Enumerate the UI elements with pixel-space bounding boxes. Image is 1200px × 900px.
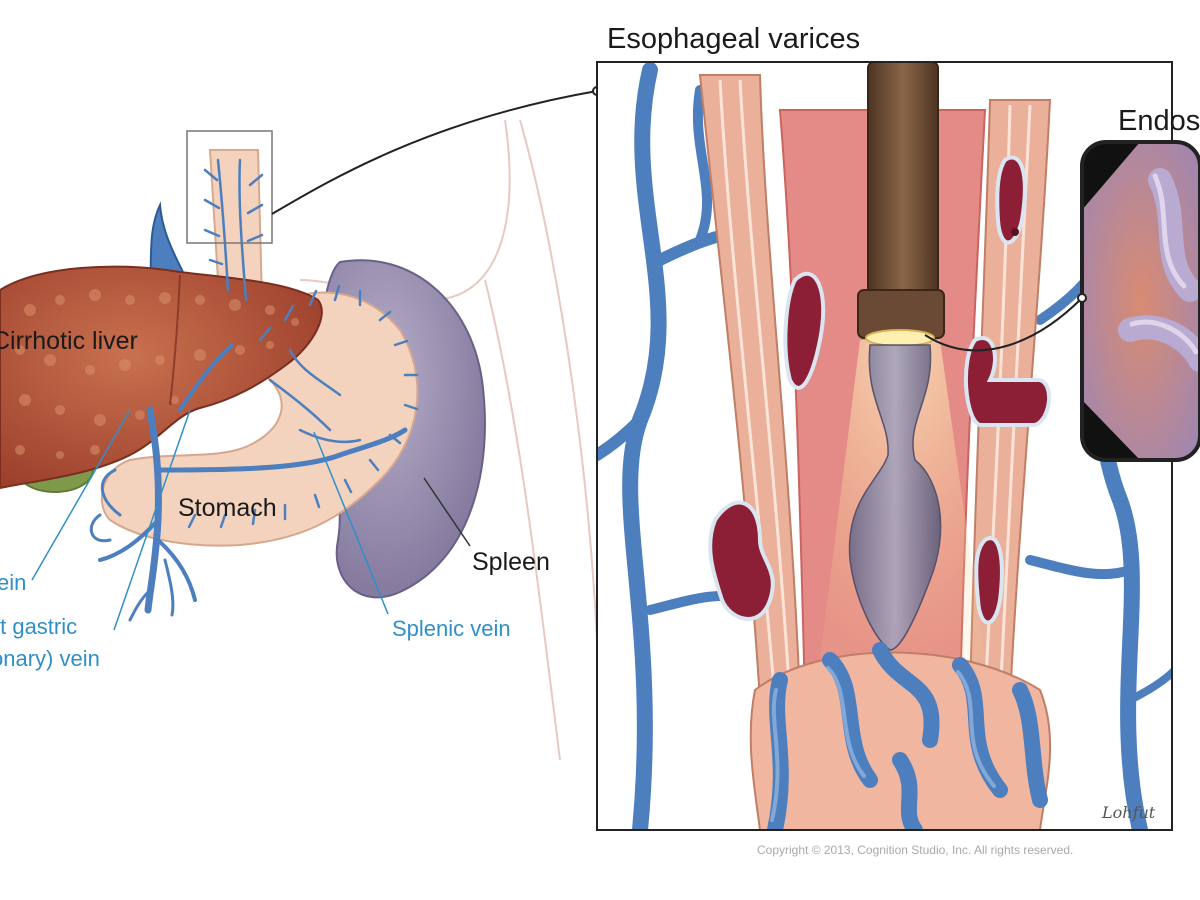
inset-title: Esophageal varices (607, 23, 860, 55)
label-cirrhotic-liver: Cirrhotic liver (0, 327, 138, 355)
endoscope-connector-dot (1077, 293, 1087, 303)
esophageal-balloon (848, 344, 942, 651)
anatomy-overview (0, 119, 601, 761)
gastric-vessels (187, 284, 419, 529)
endoscope-connector-line (924, 297, 1083, 352)
endoscope-light (865, 329, 935, 347)
leader-spleen (423, 477, 471, 547)
varices (708, 155, 1052, 625)
label-left-gastric-line2: onary) vein (0, 646, 100, 671)
artist-signature: Lohfut (1101, 803, 1156, 822)
zoom-connector-line (271, 90, 598, 215)
label-stomach: Stomach (178, 494, 277, 522)
liver-nodules (15, 289, 299, 459)
leader-splenic-vein (313, 431, 389, 615)
label-vein-partial: ein (0, 570, 26, 595)
varix-spot (1011, 228, 1019, 236)
label-splenic-vein: Splenic vein (392, 616, 511, 641)
left-gastric-vein (178, 343, 234, 412)
endoscopic-view-inset (1080, 140, 1200, 462)
label-endoscopic-partial: Endos (1118, 105, 1200, 137)
leader-vein (31, 409, 131, 581)
endoscope-shaft (867, 62, 939, 295)
cirrhotic-liver (0, 265, 323, 490)
liver-lobe-division (169, 274, 181, 406)
esophageal-vessels (203, 158, 264, 302)
junction-varix-highlights (770, 666, 996, 822)
stomach (100, 291, 419, 547)
junction-varices (767, 642, 1048, 830)
label-spleen: Spleen (472, 548, 550, 576)
copyright-notice: Copyright © 2013, Cognition Studio, Inc.… (757, 843, 1073, 857)
label-left-gastric-line1: ft gastric (0, 614, 77, 639)
leader-left-gastric (113, 409, 191, 631)
zoom-region-box (186, 130, 273, 244)
